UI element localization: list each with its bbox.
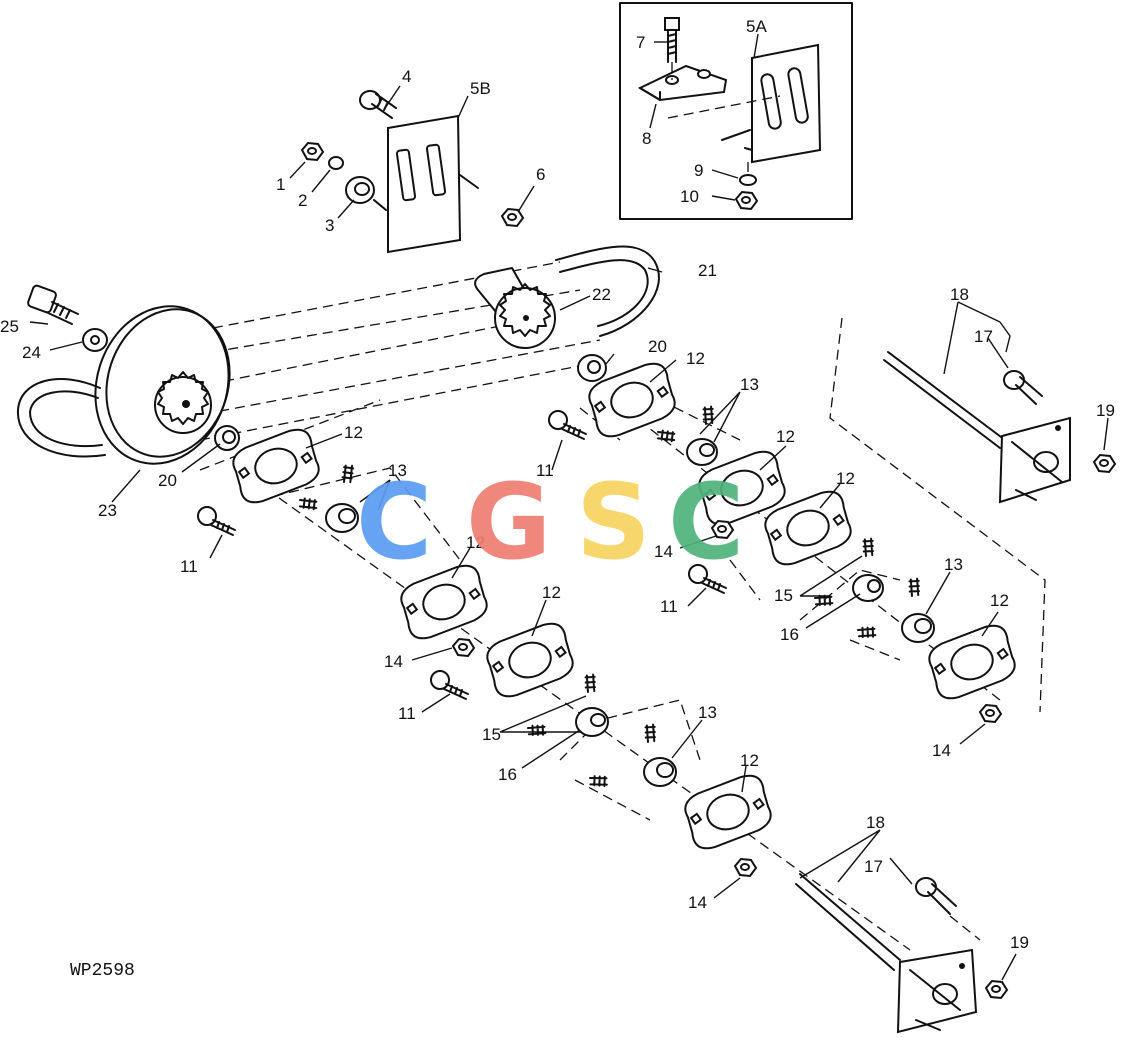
callout-18-top: 18 — [950, 285, 969, 304]
watermark-letter-4: C — [668, 461, 744, 583]
callout-11-c: 11 — [536, 461, 554, 480]
callout-11-b: 11 — [398, 704, 416, 723]
callout-12-g: 12 — [836, 469, 855, 488]
callout-16-b: 16 — [780, 625, 799, 644]
callout-11-a: 11 — [180, 557, 198, 576]
callout-19-top: 19 — [1096, 401, 1115, 420]
callout-14-d: 14 — [932, 741, 951, 760]
callout-17-bottom: 17 — [864, 857, 883, 876]
watermark-letter-3: S — [576, 461, 651, 583]
callout-7: 7 — [636, 33, 645, 52]
callout-14-b: 14 — [688, 893, 707, 912]
callout-4: 4 — [402, 67, 411, 86]
drive-assembly — [16, 245, 660, 465]
callout-15-b: 15 — [774, 586, 793, 605]
lower-shaft-assembly — [197, 399, 1008, 1034]
callout-12-e: 12 — [686, 349, 705, 368]
inset-box — [619, 2, 853, 220]
callout-labels: 1 2 3 4 5B 6 7 5A 8 9 10 21 22 20 25 24 … — [0, 17, 1115, 952]
callout-15-a: 15 — [482, 725, 501, 744]
callout-12-b: 12 — [466, 533, 485, 552]
callout-5b: 5B — [470, 79, 491, 98]
callout-13-a: 13 — [388, 461, 407, 480]
callout-21: 21 — [698, 261, 717, 280]
callout-20-left: 20 — [158, 471, 177, 490]
callout-12-c: 12 — [542, 583, 561, 602]
callout-13-b: 13 — [698, 703, 717, 722]
callout-25: 25 — [0, 317, 19, 336]
watermark-letter-2: G — [466, 461, 551, 583]
callout-13-d: 13 — [944, 555, 963, 574]
leader-lines — [29, 33, 1109, 981]
upper-shaft-assembly — [548, 317, 1116, 723]
callout-5a: 5A — [746, 17, 767, 36]
watermark-logo: C G S C — [356, 461, 744, 583]
callout-17-top: 17 — [974, 327, 993, 346]
callout-16-a: 16 — [498, 765, 517, 784]
callout-23: 23 — [98, 501, 117, 520]
callout-19-bottom: 19 — [1010, 933, 1029, 952]
callout-12-a: 12 — [344, 423, 363, 442]
callout-20-right: 20 — [648, 337, 667, 356]
callout-2: 2 — [298, 191, 307, 210]
callout-14-a: 14 — [384, 652, 403, 671]
plate-assembly-5b — [301, 90, 524, 254]
callout-18-bottom: 18 — [866, 813, 885, 832]
callout-1: 1 — [276, 175, 285, 194]
callout-8: 8 — [642, 129, 651, 148]
watermark-letter-1: C — [356, 461, 432, 583]
callout-12-f: 12 — [776, 427, 795, 446]
drawing-code: WP2598 — [70, 961, 135, 981]
callout-22: 22 — [592, 285, 611, 304]
callout-9: 9 — [694, 161, 703, 180]
callout-11-d: 11 — [660, 597, 678, 616]
callout-12-d: 12 — [740, 751, 759, 770]
callout-3: 3 — [325, 216, 334, 235]
callout-6: 6 — [536, 165, 545, 184]
callout-24: 24 — [22, 343, 41, 362]
callout-10: 10 — [680, 187, 699, 206]
callout-12-h: 12 — [990, 591, 1009, 610]
callout-14-c: 14 — [654, 542, 673, 561]
callout-13-c: 13 — [740, 375, 759, 394]
